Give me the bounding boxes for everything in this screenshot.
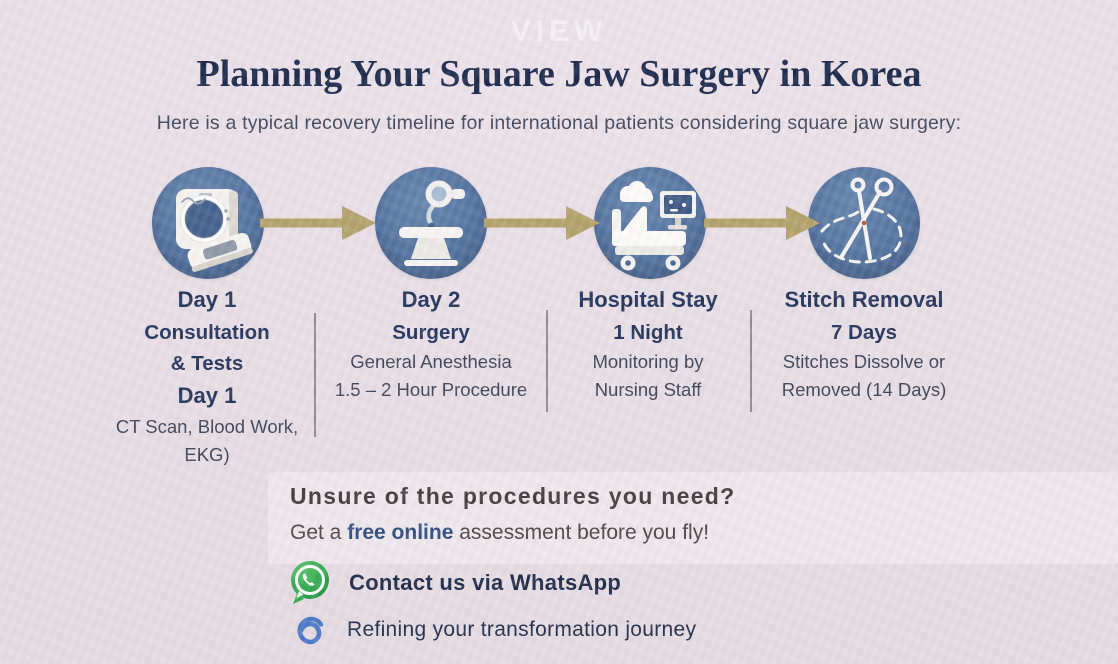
cta-free-online-highlight: free online — [347, 521, 454, 544]
step-4-day: Stitch Removal — [784, 287, 944, 312]
tagline-row: Refining your transformation journey — [288, 610, 696, 650]
step-3-title: 1 Night — [613, 321, 683, 344]
arrow-step1-step2 — [260, 206, 376, 240]
cta-block: Unsure of the procedures you need? Get a… — [290, 483, 736, 545]
view-watermark: VIEW — [510, 15, 608, 48]
step-2-day: Day 2 — [401, 287, 461, 312]
cta-text-prefix: Get a — [290, 521, 348, 544]
step-2-detail-2: 1.5 – 2 Hour Procedure — [334, 378, 528, 400]
step-1-title-2: & Tests — [170, 352, 244, 375]
step-1-detail: CT Scan, Blood Work, — [115, 416, 299, 437]
step-4-title: 7 Days — [830, 321, 898, 344]
paperclip-icon — [288, 610, 330, 650]
step-4-detail-2: Removed (14 Days) — [781, 378, 947, 400]
step-3-day: Hospital Stay — [578, 287, 718, 312]
step-2-detail: General Anesthesia — [350, 351, 512, 372]
tagline-label: Refining your transformation journey — [347, 618, 697, 641]
whatsapp-contact-label: Contact us via WhatsApp — [349, 570, 622, 595]
timeline-divider — [750, 310, 752, 412]
step-1-text: Day 1 Consultation & Tests Day 1 CT Scan… — [97, 283, 317, 468]
step-3-text: Hospital Stay 1 Night Monitoring by Nurs… — [540, 283, 756, 403]
cta-text-suffix: assessment before you fly! — [453, 521, 710, 544]
cta-subheading: Get a free online assessment before you … — [290, 521, 736, 545]
step-2-text: Day 2 Surgery General Anesthesia 1.5 – 2… — [321, 283, 541, 403]
timeline-divider — [546, 310, 548, 412]
arrow-step3-step4 — [704, 206, 820, 240]
hospital-bed-icon — [594, 167, 706, 279]
stitch-removal-icon — [808, 167, 920, 279]
timeline-divider — [314, 313, 316, 437]
step-1-title: Consultation — [144, 321, 270, 344]
step-4-detail: Stitches Dissolve or — [782, 351, 946, 372]
cta-heading: Unsure of the procedures you need? — [290, 483, 736, 509]
step-1-detail-2: EKG) — [184, 443, 230, 465]
step-2-title: Surgery — [392, 321, 470, 344]
arrow-step2-step3 — [484, 206, 600, 240]
operating-table-icon — [375, 167, 487, 279]
whatsapp-icon — [288, 560, 332, 606]
step-3-detail-2: Nursing Staff — [594, 378, 702, 400]
whatsapp-contact-row[interactable]: Contact us via WhatsApp — [288, 560, 621, 606]
step-1-day-2: Day 1 — [177, 383, 237, 408]
step-1-day: Day 1 — [177, 287, 237, 312]
step-4-text: Stitch Removal 7 Days Stitches Dissolve … — [752, 283, 976, 403]
page-title: Planning Your Square Jaw Surgery in Kore… — [196, 53, 922, 95]
step-3-detail: Monitoring by — [592, 351, 704, 372]
page-subtitle: Here is a typical recovery timeline for … — [156, 112, 962, 134]
cta-highlight-band — [268, 472, 1118, 564]
ct-scanner-icon — [152, 167, 264, 279]
